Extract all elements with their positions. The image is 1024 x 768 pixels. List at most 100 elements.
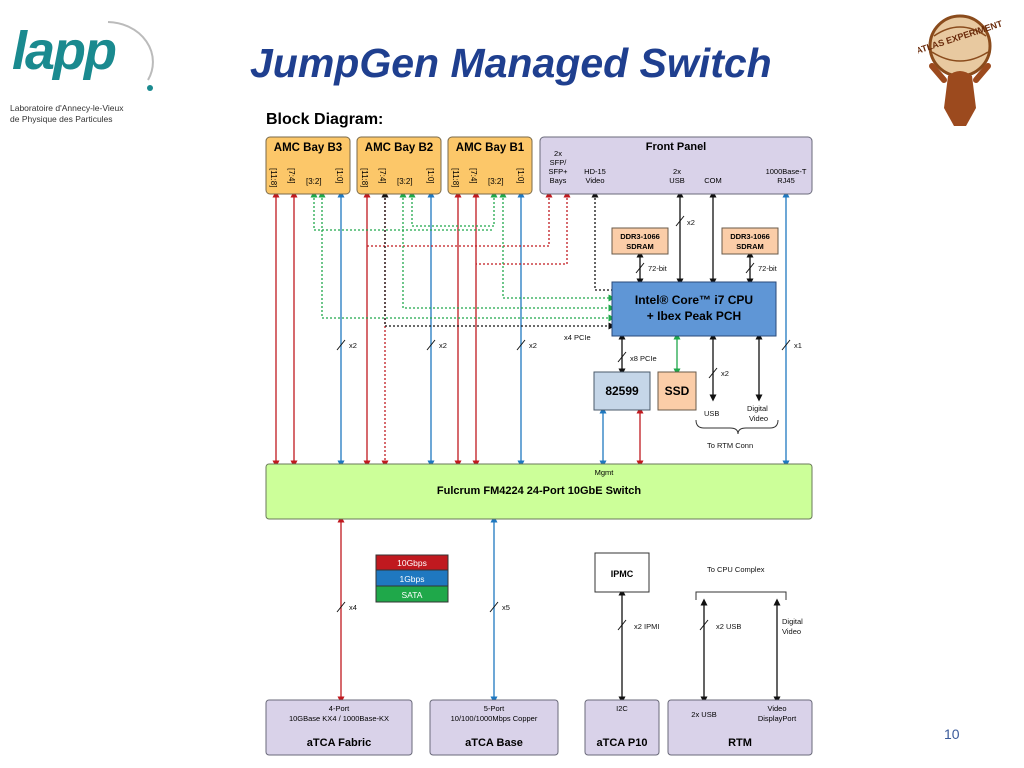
ipmc-box: IPMC [594, 552, 650, 593]
diagram-labels: x2 x2 x2 x1 x2 72-bit 72-bit x4 PCIe x8 … [349, 218, 803, 636]
label-to-rtm: To RTM Conn [707, 441, 753, 450]
front-panel: Front Panel 2x SFP/ SFP+ Bays HD-15 Vide… [539, 136, 813, 195]
switch-mgmt: Mgmt [595, 468, 615, 477]
nic-label: 82599 [605, 384, 639, 398]
label-x8-pcie: x8 PCIe [630, 354, 657, 363]
front-panel-sfp-4: Bays [550, 176, 567, 185]
label-x1: x1 [794, 341, 802, 350]
lapp-logo: lapp Laboratoire d'Annecy-le-Vieux de Ph… [8, 18, 158, 128]
rtm-title: RTM [728, 737, 752, 749]
ddr-right: DDR3-1066 SDRAM [721, 227, 779, 255]
front-panel-hd15-1: HD-15 [584, 167, 606, 176]
amc-bay-b2: AMC Bay B2 [11:8] [7:4] [3:2] [1:0] [356, 136, 442, 195]
atca-p10-box: I2C aTCA P10 [584, 699, 660, 756]
lapp-logo-word: lapp [12, 21, 117, 81]
label-x2-usb: x2 [687, 218, 695, 227]
label-x2-b2: x2 [439, 341, 447, 350]
front-panel-sfp-1: 2x [554, 149, 562, 158]
link-x4-pcie [381, 190, 616, 330]
amc-bay-b1: AMC Bay B1 [11:8] [7:4] [3:2] [1:0] [447, 136, 533, 195]
amc-bay-b3: AMC Bay B3 [11:8] [7:4] [3:2] [1:0] [265, 136, 351, 195]
connections [272, 190, 790, 704]
label-to-cpu: To CPU Complex [707, 565, 765, 574]
ddr-right-line1: DDR3-1066 [730, 232, 770, 241]
base-title: aTCA Base [465, 737, 523, 749]
lapp-logo-line1: Laboratoire d'Annecy-le-Vieux [10, 103, 124, 113]
switch-label: Fulcrum FM4224 24-Port 10GbE Switch [437, 485, 641, 497]
link-green-c [399, 190, 616, 312]
front-panel-com: COM [704, 176, 722, 185]
label-x5: x5 [502, 603, 510, 612]
rtm-bracket [695, 591, 787, 600]
front-panel-title: Front Panel [646, 141, 707, 153]
amc-bay-b1-label: AMC Bay B1 [456, 142, 525, 154]
cpu-line2: + Ibex Peak PCH [647, 309, 741, 323]
diagram-heading: Block Diagram: [266, 111, 383, 128]
ssd-box: SSD [657, 371, 697, 411]
label-digital: Digital [747, 404, 768, 413]
base-desc-1: 5-Port [484, 704, 505, 713]
atlas-logo: ATLAS EXPERIMENT [918, 14, 1002, 126]
fabric-title: aTCA Fabric [307, 737, 371, 749]
amc-b1-port-1: [11:8] [451, 168, 460, 187]
front-panel-usb-1: 2x [673, 167, 681, 176]
rtm-brace [695, 419, 779, 435]
label-rtm-video: Video [782, 627, 801, 636]
label-x4: x4 [349, 603, 357, 612]
fabric-desc-1: 4-Port [329, 704, 350, 713]
amc-b2-port-2: [7:4] [378, 168, 387, 184]
amc-bay-b2-label: AMC Bay B2 [365, 142, 433, 154]
amc-bay-b3-label: AMC Bay B3 [274, 142, 342, 154]
amc-b3-port-3: [3:2] [306, 177, 322, 186]
label-rtm-digital: Digital [782, 617, 803, 626]
base-desc-2: 10/100/1000Mbps Copper [451, 714, 538, 723]
rtm-box: 2x USB Video DisplayPort RTM [667, 699, 813, 756]
amc-b3-port-2: [7:4] [287, 168, 296, 184]
p10-desc: I2C [616, 704, 628, 713]
link-green-b [318, 190, 616, 322]
rtm-video-2: DisplayPort [758, 714, 797, 723]
front-panel-usb-2: USB [669, 176, 684, 185]
front-panel-rj45-1: 1000Base-T [766, 167, 807, 176]
front-panel-sfp-2: SFP/ [550, 158, 568, 167]
rtm-video-1: Video [767, 704, 786, 713]
ssd-label: SSD [665, 384, 690, 398]
label-x2-b1: x2 [529, 341, 537, 350]
label-video: Video [749, 414, 768, 423]
cpu-line1: Intel® Core™ i7 CPU [635, 293, 753, 307]
page-number: 10 [944, 726, 960, 742]
link-hd15 [591, 190, 612, 291]
label-x2-rtm: x2 [721, 369, 729, 378]
fabric-desc-2: 10GBase KX4 / 1000Base-KX [289, 714, 389, 723]
legend-swatch-sata [375, 585, 449, 603]
amc-b3-port-4: [1:0] [335, 168, 344, 184]
link-green-d [408, 190, 494, 227]
ipmc-label: IPMC [611, 569, 634, 579]
cpu-box: Intel® Core™ i7 CPU + Ibex Peak PCH [611, 281, 777, 337]
amc-b2-port-3: [3:2] [397, 177, 413, 186]
amc-b1-port-2: [7:4] [469, 168, 478, 184]
label-x4-pcie: x4 PCIe [564, 333, 591, 342]
label-x2-ipmi: x2 IPMI [634, 622, 659, 631]
nic-82599: 82599 [593, 371, 651, 411]
ddr-right-line2: SDRAM [736, 242, 764, 251]
legend-10g: 10Gbps [397, 558, 427, 568]
front-panel-rj45-2: RJ45 [777, 176, 795, 185]
bus-slashes [336, 215, 791, 631]
amc-b2-port-4: [1:0] [426, 168, 435, 184]
amc-b1-port-4: [1:0] [516, 168, 525, 184]
label-72bit-right: 72-bit [758, 264, 778, 273]
front-panel-sfp-3: SFP+ [549, 167, 569, 176]
label-usb: USB [704, 409, 719, 418]
ddr-left-line1: DDR3-1066 [620, 232, 660, 241]
ddr-left-line2: SDRAM [626, 242, 654, 251]
label-x2-b3: x2 [349, 341, 357, 350]
atca-base-box: 5-Port 10/100/1000Mbps Copper aTCA Base [429, 699, 559, 756]
front-panel-hd15-2: Video [585, 176, 604, 185]
legend-sata: SATA [402, 590, 423, 600]
ddr-left: DDR3-1066 SDRAM [611, 227, 669, 255]
switch-box: Mgmt Fulcrum FM4224 24-Port 10GbE Switch [265, 463, 813, 520]
lapp-logo-line2: de Physique des Particules [10, 114, 113, 124]
amc-b2-port-1: [11:8] [360, 168, 369, 187]
